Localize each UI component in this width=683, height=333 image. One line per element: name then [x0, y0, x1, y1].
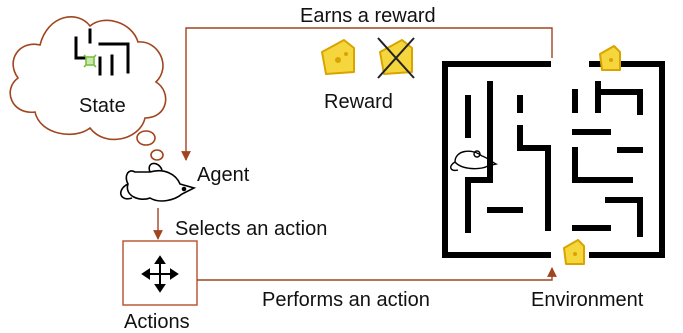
- actions-label: Actions: [124, 311, 190, 333]
- selects-action-label: Selects an action: [175, 218, 328, 240]
- cheese-icon: [599, 45, 621, 71]
- cheese-icon: [563, 239, 585, 265]
- maze-icon: [442, 61, 665, 258]
- thought-cloud-icon: [9, 16, 167, 161]
- cheese-icon: [321, 39, 355, 75]
- earns-reward-label: Earns a reward: [300, 5, 436, 27]
- reward-label: Reward: [324, 91, 393, 113]
- environment-label: Environment: [531, 289, 644, 311]
- mouse-icon: [450, 150, 499, 172]
- state-label: State: [79, 95, 126, 117]
- reward-arrow: [181, 27, 553, 161]
- move-arrows-icon: [141, 255, 179, 293]
- state-maze-icon: [74, 28, 130, 76]
- perform-action-arrow: [197, 267, 557, 281]
- agent-label: Agent: [197, 164, 250, 186]
- crossed-cheese-icon: [377, 37, 415, 79]
- state-marker-icon: [83, 54, 97, 68]
- agent-mouse-icon: [120, 162, 197, 202]
- performs-action-label: Performs an action: [262, 289, 430, 311]
